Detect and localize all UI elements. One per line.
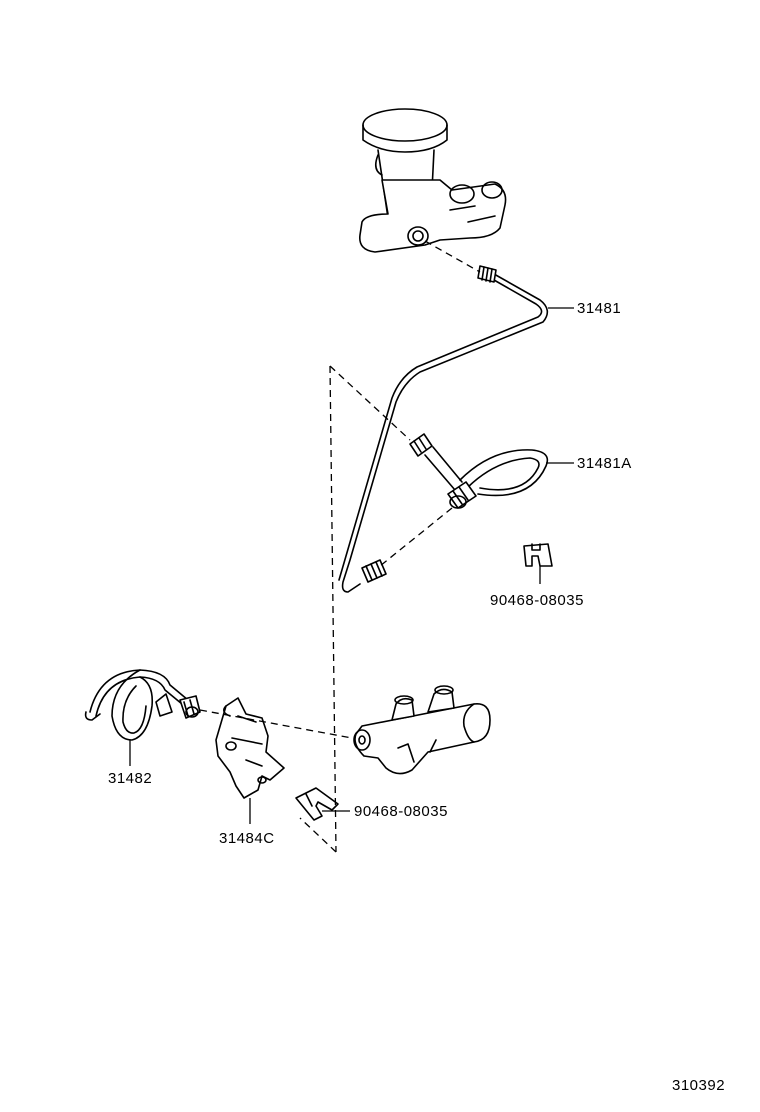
label-clip-upper: 90468-08035 bbox=[490, 592, 584, 609]
label-clip-lower: 90468-08035 bbox=[354, 803, 448, 820]
label-pipe-31482: 31482 bbox=[108, 770, 152, 787]
bracket-31484c bbox=[215, 697, 285, 799]
hose-31481a bbox=[409, 433, 549, 509]
clip-upper bbox=[523, 543, 553, 567]
clip-lower bbox=[295, 787, 339, 821]
pipe-31481 bbox=[338, 265, 549, 593]
label-hose-31481a: 31481A bbox=[577, 455, 632, 472]
pipe-31482 bbox=[84, 669, 201, 741]
clutch-master-cylinder bbox=[358, 108, 507, 253]
diagram-number: 310392 bbox=[672, 1077, 725, 1094]
assembly-dashed-lines bbox=[199, 240, 481, 853]
clutch-release-cylinder bbox=[353, 685, 491, 775]
label-pipe-31481: 31481 bbox=[577, 300, 621, 317]
label-bracket-31484c: 31484C bbox=[219, 830, 275, 847]
leader-lines bbox=[129, 307, 574, 824]
